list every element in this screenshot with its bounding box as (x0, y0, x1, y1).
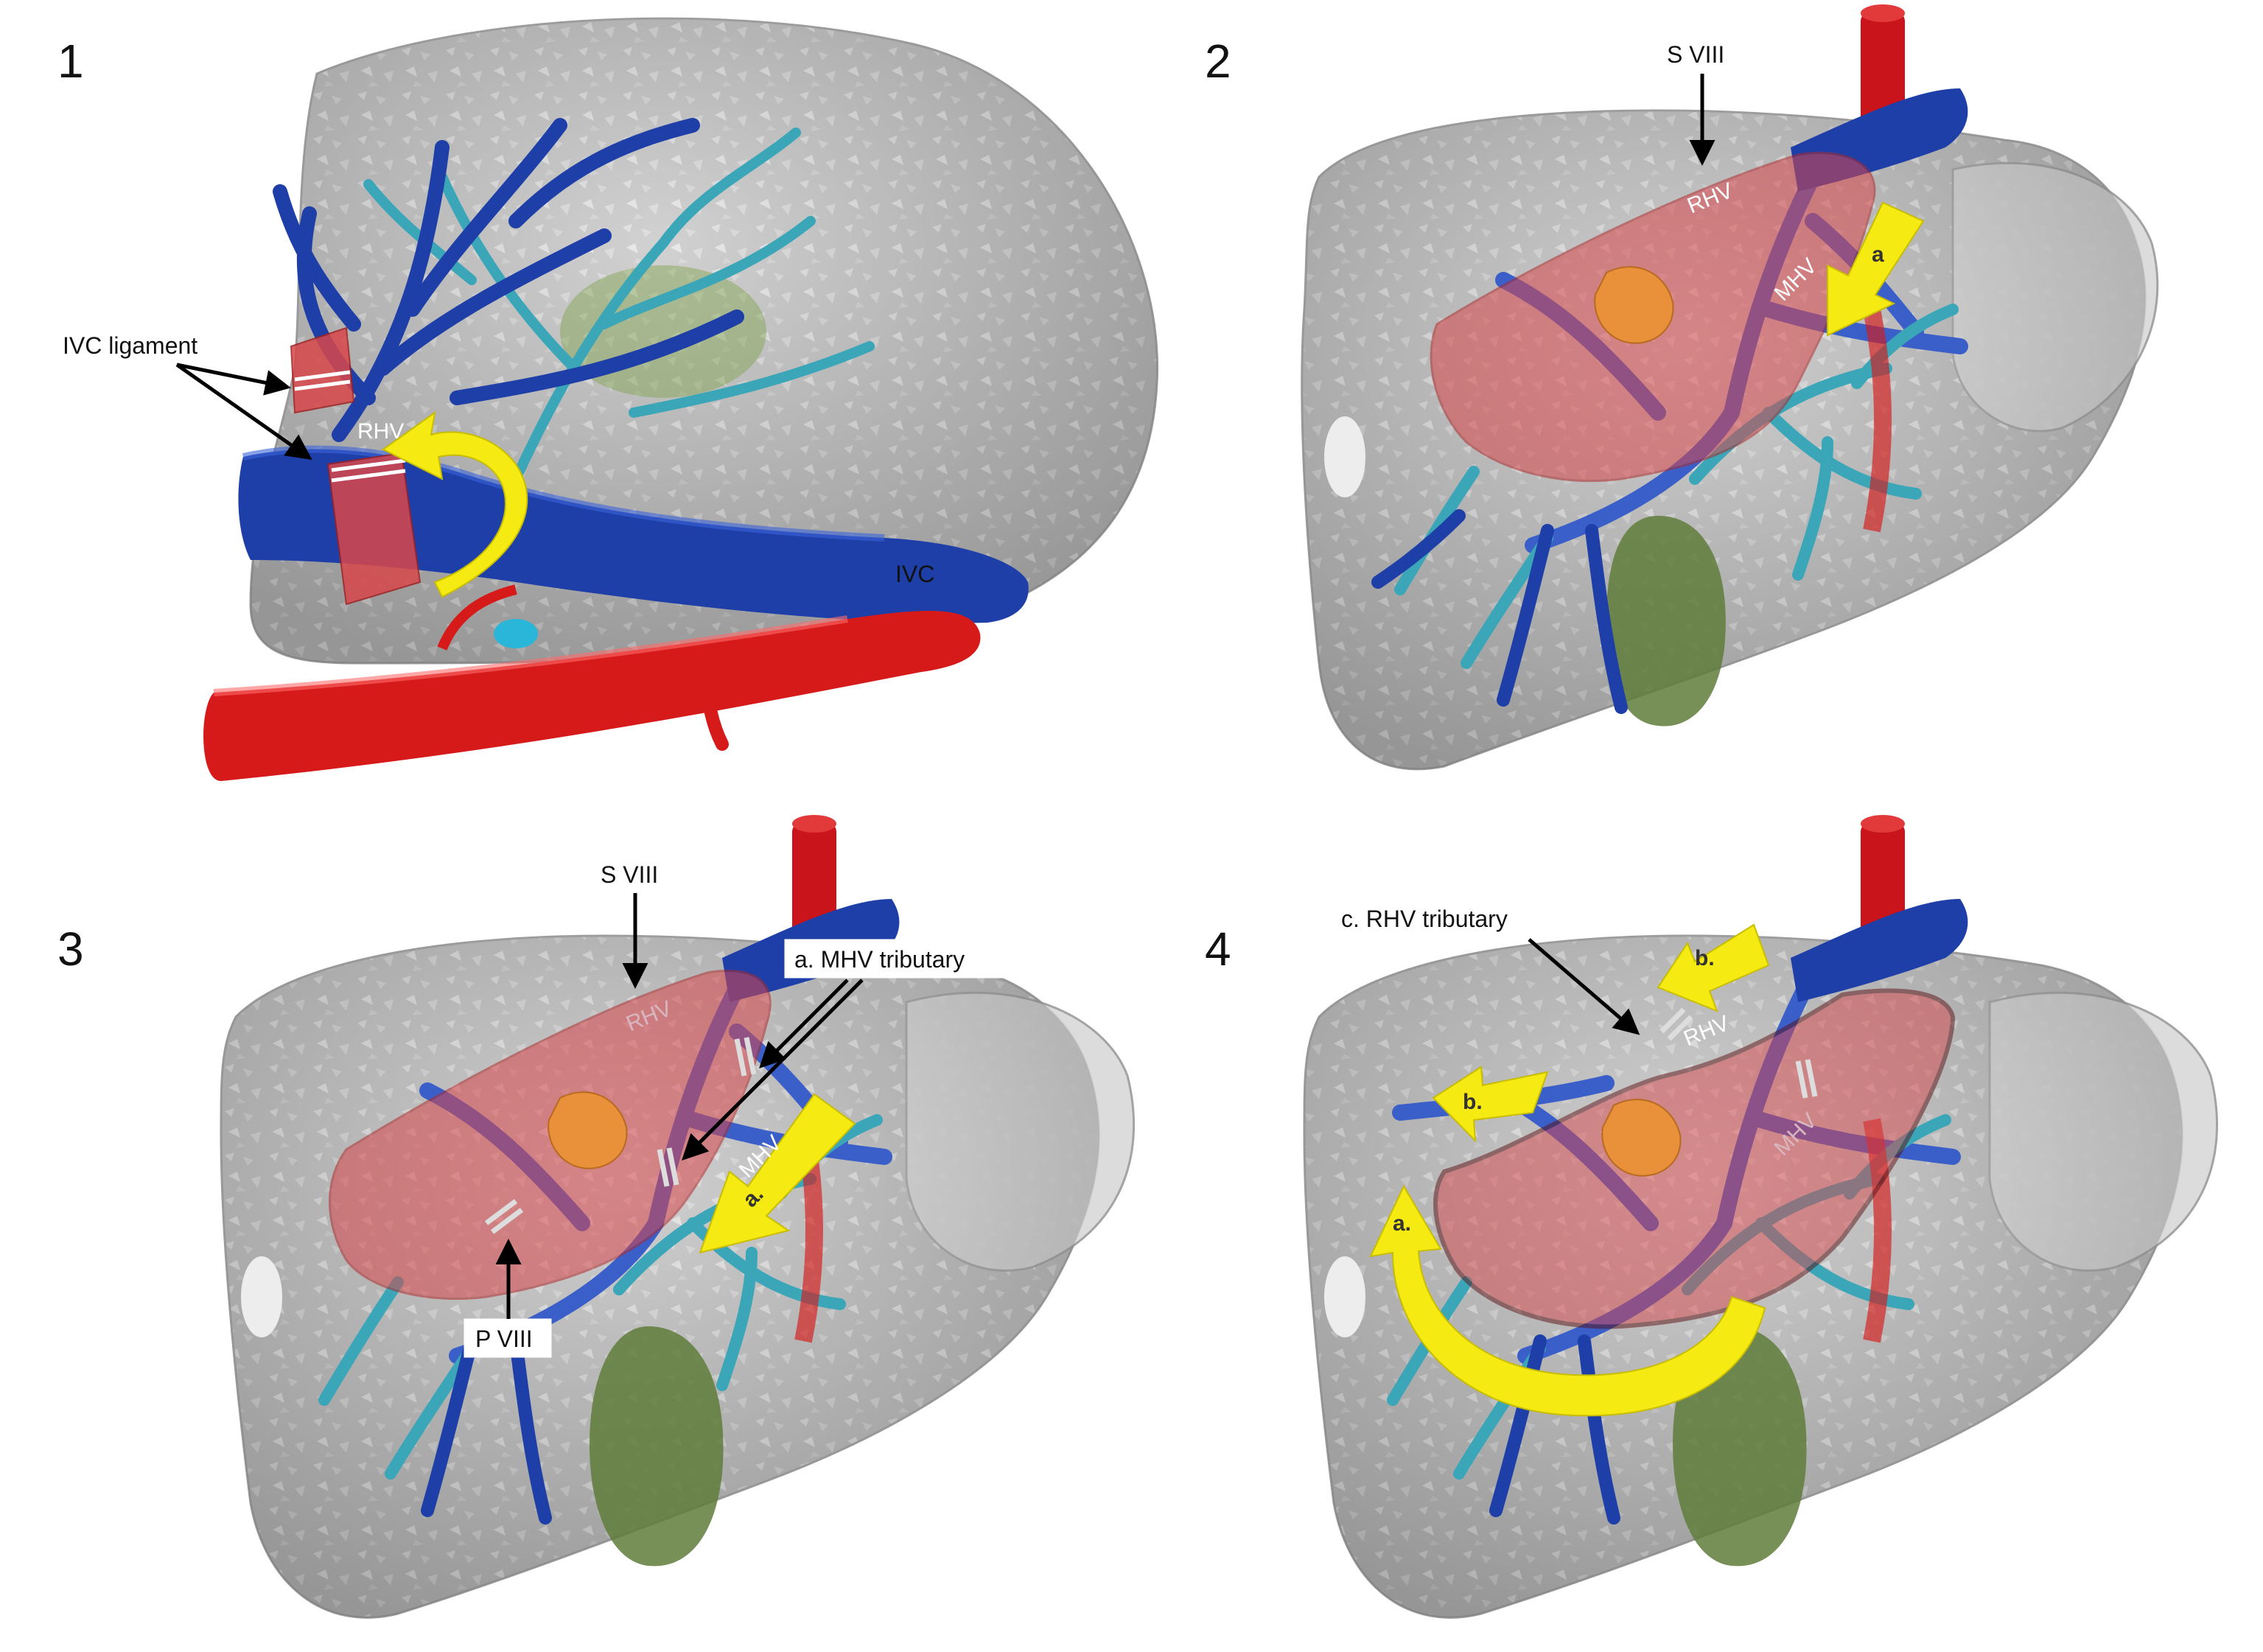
arrow-a-label: a. (1393, 1211, 1411, 1236)
panel-number: 2 (1205, 35, 1231, 88)
clips (1659, 1007, 1818, 1099)
ivc-ligament-label: IVC ligament (63, 332, 197, 359)
resection-plane (1433, 988, 1956, 1329)
yellow-arrow-a (1827, 201, 1925, 337)
tumor (1594, 266, 1674, 344)
yellow-curved-arrow-a (1369, 1184, 1766, 1417)
arrow-b-upper-label: b. (1695, 946, 1715, 970)
ivc-label: IVC (895, 561, 934, 587)
panel-number: 4 (1205, 923, 1231, 976)
mhv-tributary-box (784, 939, 1007, 979)
gallbladder (590, 1326, 724, 1567)
panel-4: 4 (1205, 815, 2218, 1619)
aorta (203, 610, 981, 781)
p8-label: P VIII (475, 1326, 533, 1352)
ivc-ligament-lower (326, 452, 422, 606)
rhv-tributary-label: c. RHV tributary (1341, 906, 1508, 932)
panel-number: 3 (57, 923, 84, 976)
yellow-curved-arrow (382, 410, 528, 598)
s8-label: S VIII (1667, 41, 1724, 68)
tumor (1601, 1099, 1682, 1177)
clips (484, 1037, 757, 1234)
yellow-arrow-a (699, 1093, 856, 1254)
arrow-a-label: a (1872, 242, 1884, 267)
arrow-b-left-label: b. (1463, 1090, 1483, 1114)
yellow-arrow-b-upper (1657, 923, 1770, 1012)
panel-1: 1 (57, 17, 1159, 781)
tumor (548, 1091, 628, 1169)
yellow-arrow-b-left (1432, 1065, 1549, 1143)
gallbladder (1606, 516, 1726, 727)
rhv-label: RHV (357, 419, 404, 444)
mhv-tributary-label: a. MHV tributary (794, 946, 965, 973)
portal-vein-branches (363, 127, 875, 484)
panel-number: 1 (57, 35, 84, 88)
ivc-ligament-upper (290, 326, 355, 414)
panel-3: 3 (57, 815, 1135, 1619)
panel-2: 2 (1205, 4, 2159, 771)
ivc-vessel (238, 449, 1029, 623)
s8-label: S VIII (601, 861, 658, 888)
